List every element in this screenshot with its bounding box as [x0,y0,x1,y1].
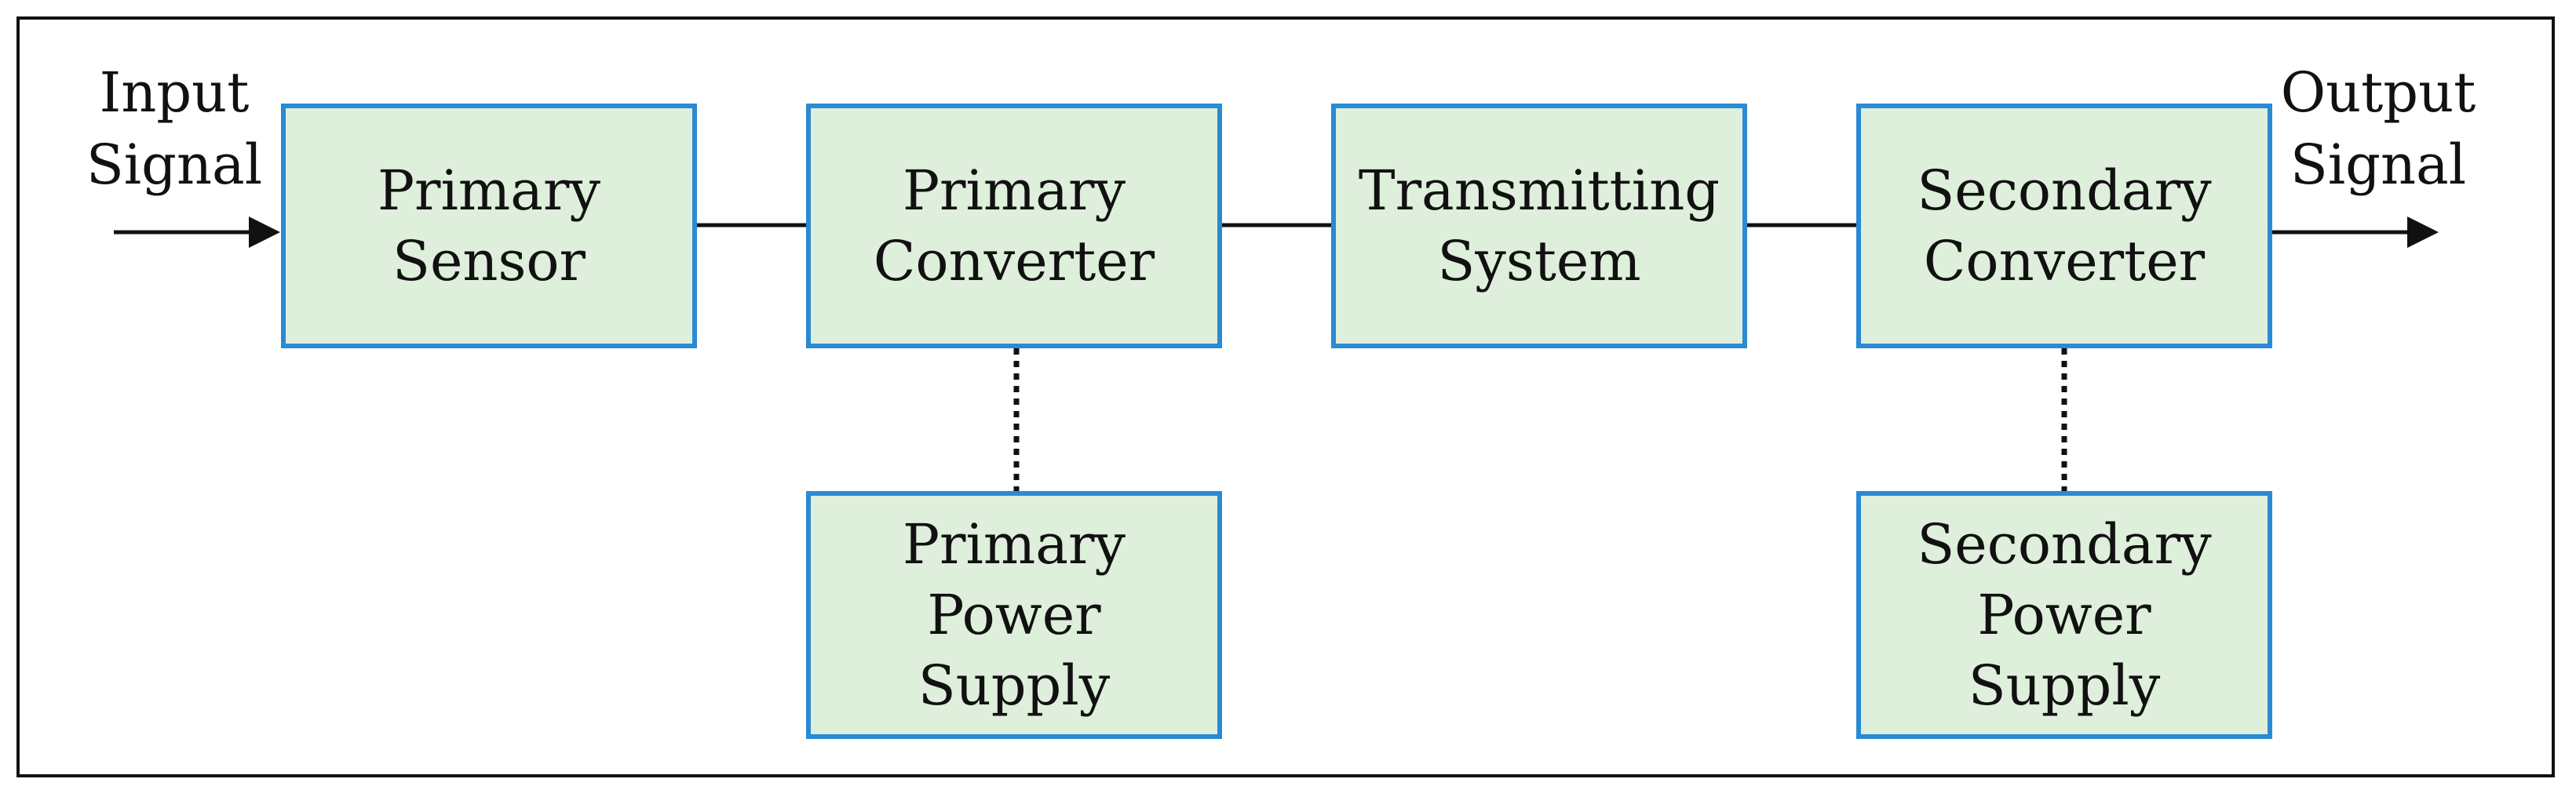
block-label-line: Converter [873,229,1155,293]
input-signal-label: Input Signal [80,56,268,201]
primary-converter-block: Primary Converter [806,104,1222,348]
block-label-line: Sensor [392,229,586,293]
output-signal-line-2: Signal [2290,133,2467,197]
block-label-line: Primary [902,158,1126,223]
output-signal-line-1: Output [2280,60,2476,125]
block-label-line: Converter [1923,229,2206,293]
block-label-line: Supply [1968,653,2161,718]
block-label-line: Power [927,583,1101,647]
block-label-line: Secondary [1917,158,2212,223]
secondary-power-supply-block: Secondary Power Supply [1856,491,2272,739]
block-label-line: Power [1977,583,2151,647]
primary-power-supply-block: Primary Power Supply [806,491,1222,739]
output-signal-label: Output Signal [2276,56,2480,201]
block-label-line: Primary [377,158,601,223]
diagram-frame [16,16,2555,777]
block-label-line: System [1437,229,1641,293]
input-signal-line-1: Input [99,60,250,125]
block-label-line: Secondary [1917,512,2212,577]
input-signal-line-2: Signal [86,133,263,197]
primary-sensor-block: Primary Sensor [281,104,697,348]
transmitting-system-block: Transmitting System [1331,104,1747,348]
secondary-converter-block: Secondary Converter [1856,104,2272,348]
block-label-line: Primary [902,512,1126,577]
block-label-line: Transmitting [1358,158,1720,223]
block-label-line: Supply [918,653,1111,718]
